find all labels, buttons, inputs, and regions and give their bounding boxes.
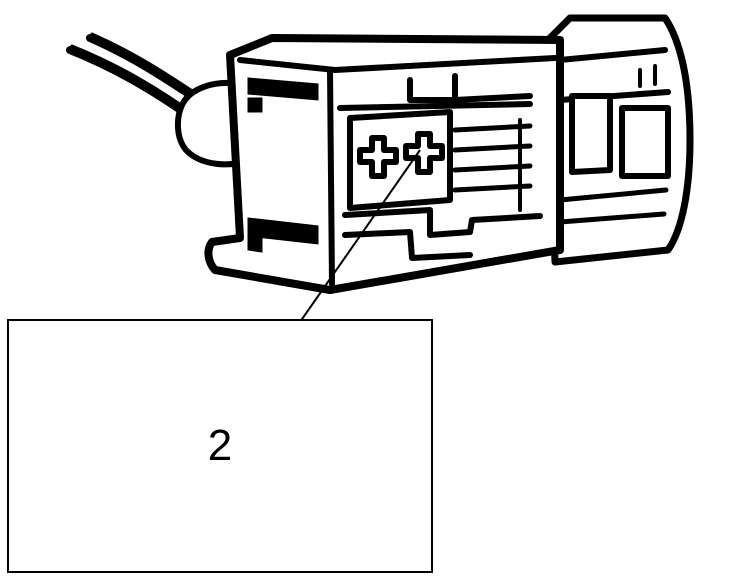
terminal-cavity-icon [357,131,445,179]
latch-housing [544,14,694,266]
callout-number: 2 [207,421,233,470]
callout-box [7,319,433,573]
leader-line [299,149,421,323]
